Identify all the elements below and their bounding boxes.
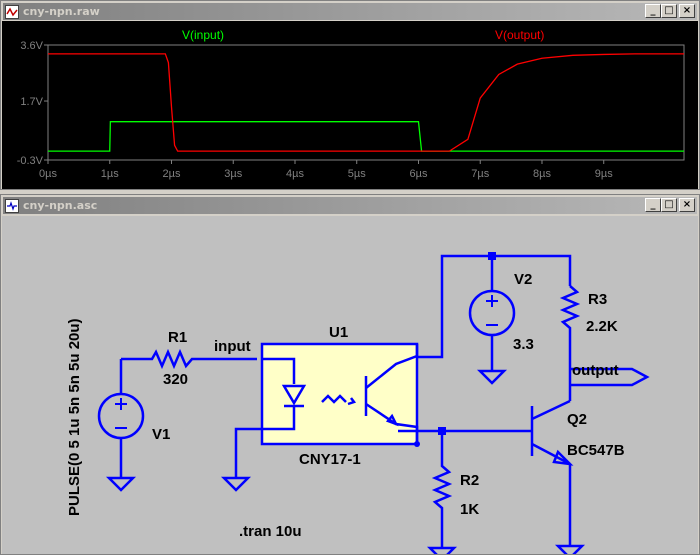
plot-frame [47,44,685,161]
v2-value[interactable]: 3.3 [513,336,534,353]
u1-value[interactable]: CNY17-1 [299,451,361,468]
waveform-plot[interactable]: 0µs 1µs 2µs 3µs 4µs 5µs 6µs 7µs 8µs 9µs 3.6V 1.7V -0… [2,21,698,189]
y-tick-label: -0.3V [17,155,44,167]
net-output-label[interactable]: output [572,362,619,379]
minimize-button[interactable]: _ [645,4,661,18]
q2-value[interactable]: BC547B [567,442,625,459]
net-input-label[interactable]: input [214,338,251,355]
tran-directive[interactable]: .tran 10u [239,523,302,540]
schematic-window-icon [5,198,19,213]
y-tick-label: 3.6V [20,40,43,52]
x-tick-label: 4µs [286,168,304,180]
r1-value[interactable]: 320 [163,371,188,388]
maximize-button[interactable]: □ [661,198,677,212]
r2-value[interactable]: 1K [460,501,479,518]
series-line-v-output[interactable] [48,53,684,152]
r3-symbol [559,285,581,401]
legend-v-input[interactable]: V(input) [182,28,224,42]
x-tick-label: 6µs [410,168,428,180]
y-tick-label: 1.7V [20,96,43,108]
x-tick-label: 3µs [224,168,242,180]
x-tick-label: 8µs [533,168,551,180]
x-tick-label: 0µs [39,168,57,180]
waveform-title: cny-npn.raw [23,5,100,18]
r3-name[interactable]: R3 [588,291,607,308]
v1-name[interactable]: V1 [152,426,170,443]
close-button[interactable]: × [679,4,695,18]
maximize-button[interactable]: □ [661,4,677,18]
u1-name[interactable]: U1 [329,324,348,341]
pulse-spec[interactable]: PULSE(0 5 1u 5n 5n 5u 20u) [66,318,83,516]
close-button[interactable]: × [679,198,695,212]
r3-value[interactable]: 2.2K [586,318,618,335]
r2-symbol [431,431,453,548]
v2-name[interactable]: V2 [514,271,532,288]
waveform-window: cny-npn.raw _ □ × 0µs 1µs 2µs 3µs 4µs 5µs 6µs 7… [0,0,700,190]
x-tick-label: 2µs [163,168,181,180]
x-tick-label: 1µs [101,168,119,180]
series-line-v-input[interactable] [48,121,684,152]
r1-symbol [121,348,257,370]
x-tick-label: 7µs [471,168,489,180]
r1-name[interactable]: R1 [168,329,187,346]
r2-name[interactable]: R2 [460,472,479,489]
waveform-window-icon [5,4,19,19]
x-tick-label: 5µs [348,168,366,180]
q2-name[interactable]: Q2 [567,411,587,428]
x-tick-label: 9µs [595,168,613,180]
schematic-window: cny-npn.asc _ □ × [0,194,700,555]
schematic-canvas[interactable]: R1 320 input U1 CNY17-1 V1 V2 3.3 R3 2.2… [2,216,698,554]
waveform-title-bar[interactable]: cny-npn.raw _ □ × [3,3,697,20]
schematic-title-bar[interactable]: cny-npn.asc _ □ × [3,197,697,214]
legend-v-output[interactable]: V(output) [495,28,544,42]
output-net-flag [570,367,650,387]
minimize-button[interactable]: _ [645,198,661,212]
schematic-title: cny-npn.asc [23,199,98,212]
